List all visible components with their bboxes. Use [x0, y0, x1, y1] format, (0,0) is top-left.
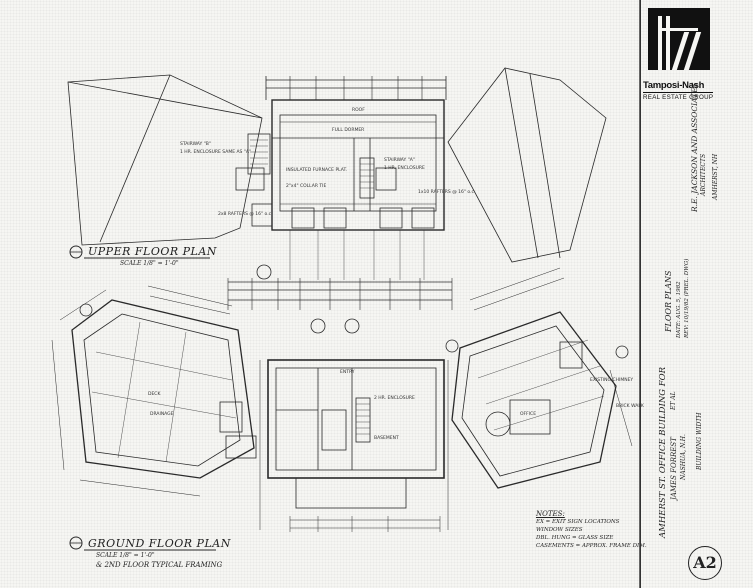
note-enclosure-a: 1 HR. ENCLOSURE — [384, 166, 425, 171]
note-furnace: INSULATED FURNACE PLAT. — [286, 168, 348, 173]
upper-left-wing-roof — [67, 74, 263, 246]
title-block: Tamposi-Nash REAL ESTATE GROUP — [640, 0, 753, 588]
note-rafters-right: 1x10 RAFTERS @ 16" o.c. — [418, 190, 476, 195]
notes-line: WINDOW SIZES — [536, 527, 583, 533]
note-entry: ENTRY — [340, 370, 355, 375]
note-brick-walk: BRICK WALK — [616, 404, 644, 409]
ground-stair — [355, 397, 371, 443]
note-drainage: DRAINAGE — [150, 412, 174, 417]
notes-line: DBL. HUNG = GLASS SIZE — [536, 535, 614, 541]
ground-right-wing — [451, 311, 617, 489]
note-existing-chimney: EXISTING CHIMNEY — [590, 378, 634, 383]
notes-box: NOTES: EX = EXIT SIGN LOCATIONS WINDOW S… — [536, 510, 647, 550]
project-location: NASHUA, N.H. — [680, 434, 687, 480]
drawing-revision: REV: 10/19/82 (PREL. DWG) — [684, 258, 690, 338]
upper-right-wing-roof — [447, 67, 607, 263]
upper-main-block — [271, 99, 445, 231]
client-name: JAMES FORREST — [670, 437, 678, 500]
project-name: AMHERST ST. OFFICE BUILDING FOR — [658, 366, 668, 538]
upper-floor-plan-title: UPPER FLOOR PLAN — [88, 245, 217, 258]
notes-line: CASEMENTS = APPROX. FRAME DIM. — [536, 543, 647, 549]
architect-subtitle: ARCHITECTS — [700, 153, 707, 196]
architect-name: R.E. JACKSON AND ASSOCIATES — [690, 82, 699, 212]
ground-left-wing — [71, 299, 255, 479]
notes-line: EX = EXIT SIGN LOCATIONS — [536, 519, 620, 525]
client-note: ET AL — [670, 391, 677, 410]
brand-subtitle: REAL ESTATE GROUP — [643, 92, 714, 101]
note-rafters-left: 2x8 RAFTERS @ 16" o.c. — [218, 212, 273, 217]
sheet-number: A2 — [688, 546, 722, 580]
floor-plan-drawing — [51, 0, 640, 588]
note-stairway-b: STAIRWAY "B" — [180, 142, 211, 147]
tamposi-nash-logo — [648, 8, 710, 70]
note-office: OFFICE — [520, 412, 537, 417]
note-2hr-enclosure: 2 HR. ENCLOSURE — [374, 396, 415, 401]
upper-stair-b — [247, 133, 271, 175]
ground-floor-plan-title: GROUND FLOOR PLAN — [88, 537, 231, 550]
upper-floor-plan-scale: SCALE 1/8" = 1'-0" — [120, 260, 179, 267]
sheet-title: FLOOR PLANS — [664, 270, 673, 333]
ground-floor-plan-scale: SCALE 1/8" = 1'-0" — [96, 552, 155, 559]
ground-floor-plan-subtitle: & 2ND FLOOR TYPICAL FRAMING — [96, 561, 223, 569]
note-deck: DECK — [148, 392, 161, 397]
note-roof: ROOF — [352, 108, 365, 113]
brand-name: Tamposi-Nash — [643, 80, 705, 91]
architect-city: AMHERST, NH — [712, 153, 719, 200]
drawing-date: DATE: AUG. 5, 1982 — [676, 281, 682, 338]
note-full-dormer: FULL DORMER — [332, 128, 365, 133]
note-enclosure-b: 1 HR. ENCLOSURE SAME AS "A" — [180, 150, 252, 155]
upper-stair-a — [359, 157, 375, 199]
note-stairway-a: STAIRWAY "A" — [384, 158, 415, 163]
note-basement: BASEMENT — [374, 436, 399, 441]
note-collar-tie: 2"x4" COLLAR TIE — [286, 184, 327, 189]
notes-heading: NOTES: — [536, 510, 565, 518]
